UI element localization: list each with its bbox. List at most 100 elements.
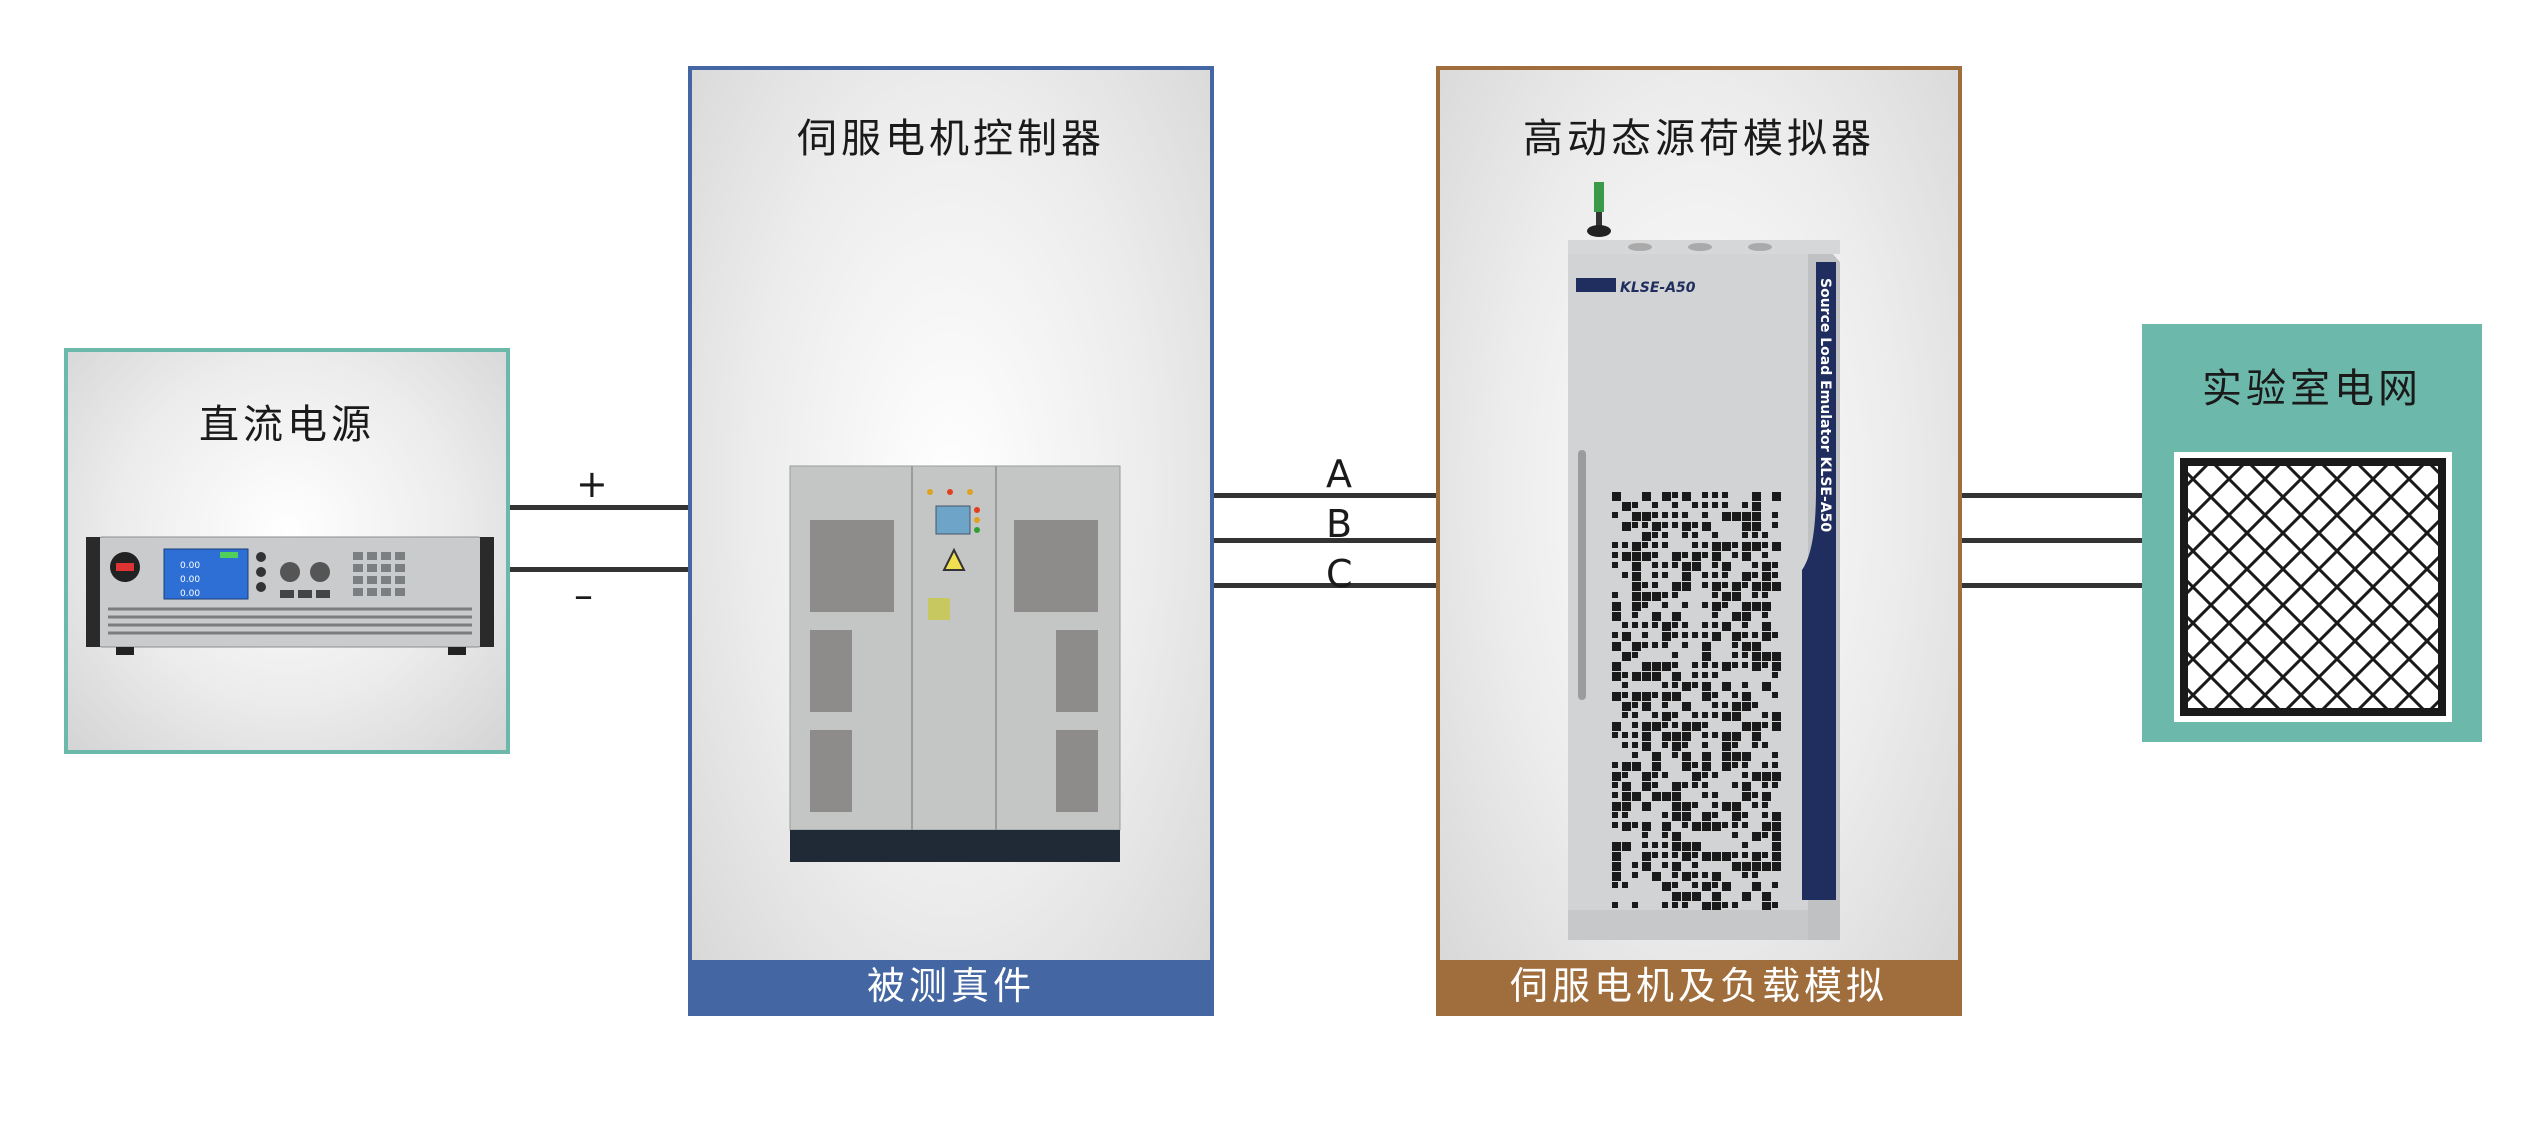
perforation-hole [1642, 862, 1651, 871]
perforation-hole [1732, 852, 1738, 858]
perforation-hole [1722, 822, 1728, 828]
perforation-hole [1652, 552, 1658, 558]
perforation-hole [1752, 742, 1758, 748]
perforation-hole [1672, 672, 1681, 681]
perforation-hole [1652, 642, 1658, 648]
dc-supply-block: 直流电源 0.00 0.00 0.00 [64, 348, 510, 754]
perforation-hole [1712, 902, 1721, 911]
perforation-hole [1702, 582, 1708, 588]
mesh-line [2184, 647, 2248, 712]
perforation-hole [1612, 672, 1621, 681]
phase-c-wire-left [1214, 583, 1436, 588]
perforation-hole [1762, 712, 1768, 718]
perforation-hole [1672, 862, 1681, 871]
perforation-hole [1672, 692, 1681, 701]
perforation-hole [1682, 562, 1691, 571]
perforation-hole [1712, 552, 1721, 561]
perforation-hole [1712, 822, 1721, 831]
perforation-hole [1642, 692, 1651, 701]
perforation-hole [1752, 542, 1761, 551]
perforation-hole [1632, 612, 1638, 618]
perforation-hole [1752, 602, 1761, 611]
perforation-hole [1632, 512, 1641, 521]
perforation-hole [1722, 902, 1728, 908]
perforation-hole [1622, 732, 1628, 738]
perforation-hole [1772, 662, 1781, 671]
perforation-hole [1682, 782, 1688, 788]
perforation-hole [1722, 562, 1731, 571]
perforation-hole [1702, 762, 1711, 771]
perforation-hole [1622, 802, 1631, 811]
perforation-hole [1682, 802, 1691, 811]
perforation-hole [1652, 592, 1661, 601]
perforation-hole [1672, 732, 1681, 741]
perforation-hole [1742, 752, 1751, 761]
perforation-hole [1712, 882, 1718, 888]
perforation-hole [1772, 722, 1781, 731]
perforation-hole [1612, 862, 1621, 871]
dc-minus-wire [510, 567, 688, 572]
perforation-hole [1632, 602, 1641, 611]
perforation-hole [1662, 522, 1668, 528]
perforation-hole [1772, 522, 1778, 528]
perforation-hole [1612, 722, 1621, 731]
perforation-hole [1662, 602, 1668, 608]
perforation-hole [1722, 542, 1731, 551]
perforation-hole [1702, 752, 1711, 761]
perforation-hole [1632, 712, 1638, 718]
perforation-hole [1712, 672, 1718, 678]
perforation-hole [1672, 592, 1678, 598]
perforation-hole [1622, 792, 1631, 801]
perforation-hole [1612, 772, 1621, 781]
mesh-line [2246, 515, 2442, 712]
perforation-hole [1752, 802, 1758, 808]
perforation-hole [1612, 542, 1618, 548]
perforation-hole [1752, 512, 1761, 521]
perforation-hole [1762, 862, 1771, 871]
perforation-hole [1632, 642, 1641, 651]
perforation-hole [1712, 542, 1721, 551]
perforation-hole [1652, 572, 1658, 578]
perforation-hole [1642, 802, 1651, 811]
perforation-hole [1772, 852, 1781, 861]
perforation-hole [1622, 542, 1628, 548]
perforation-hole [1672, 492, 1678, 498]
perforation-pattern [1612, 492, 1781, 911]
perforation-hole [1622, 842, 1631, 851]
perforation-hole [1712, 662, 1718, 668]
perforation-hole [1722, 492, 1728, 498]
perforation-hole [1712, 802, 1718, 808]
perforation-hole [1612, 792, 1618, 798]
perforation-hole [1762, 892, 1771, 901]
perforation-hole [1702, 772, 1708, 778]
perforation-hole [1652, 872, 1661, 881]
perforation-hole [1672, 872, 1678, 878]
perforation-hole [1752, 582, 1761, 591]
perforation-hole [1612, 802, 1621, 811]
perforation-hole [1722, 662, 1731, 671]
perforation-hole [1762, 612, 1768, 618]
perforation-hole [1722, 512, 1731, 521]
perforation-hole [1752, 732, 1761, 741]
perforation-hole [1672, 742, 1681, 751]
perforation-hole [1612, 592, 1618, 598]
perforation-hole [1692, 532, 1698, 538]
perforation-hole [1772, 712, 1781, 721]
perforation-hole [1682, 742, 1688, 748]
perforation-hole [1672, 902, 1678, 908]
perforation-hole [1732, 542, 1738, 548]
plus-terminal-label: + [576, 462, 608, 506]
perforation-hole [1772, 832, 1781, 841]
perforation-hole [1742, 502, 1748, 508]
perforation-hole [1762, 552, 1768, 558]
perforation-hole [1622, 812, 1628, 818]
perforation-hole [1682, 852, 1691, 861]
perforation-hole [1642, 852, 1651, 861]
perforation-hole [1642, 832, 1648, 838]
perforation-hole [1682, 902, 1688, 908]
perforation-hole [1652, 582, 1658, 588]
perforation-hole [1652, 612, 1661, 621]
perforation-hole [1622, 572, 1628, 578]
perforation-hole [1642, 552, 1651, 561]
perforation-hole [1772, 692, 1778, 698]
